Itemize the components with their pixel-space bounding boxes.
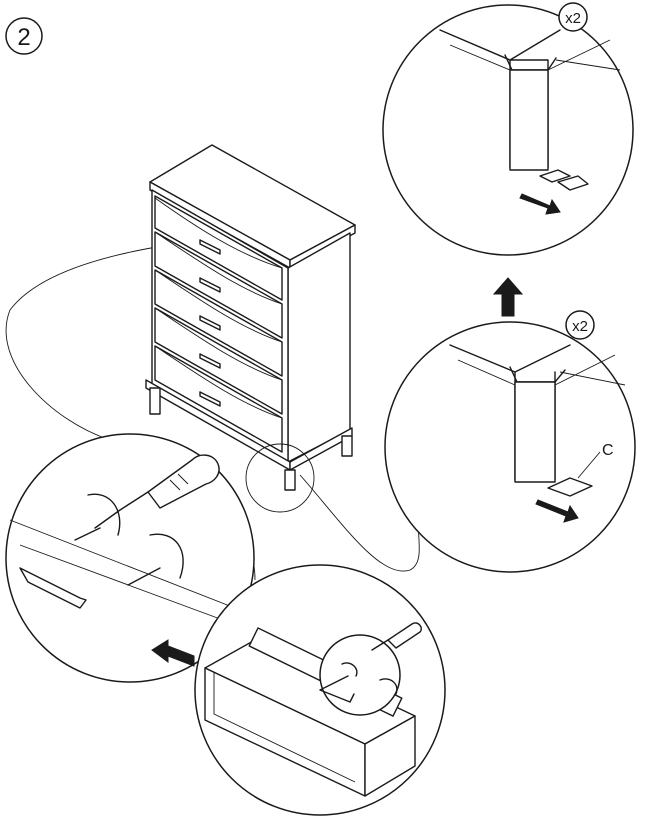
screw-icon	[74, 527, 161, 586]
screwdriver-icon	[94, 454, 220, 529]
arrow-up-icon	[492, 277, 524, 317]
qty-badge-mid: x2	[565, 310, 595, 340]
step-number: 2	[17, 24, 30, 51]
part-label-c: C	[602, 442, 614, 459]
drawer-stack	[154, 195, 283, 453]
drawer-handle-icon	[199, 239, 221, 407]
qty-badge-top: x2	[558, 2, 588, 32]
detail-handle-attach	[5, 433, 255, 683]
detail-remove-block: x2	[382, 2, 634, 256]
leg-detail-marker	[245, 443, 315, 513]
drawer-handle-icon	[19, 567, 87, 609]
rotate-arrow-icon	[87, 493, 184, 579]
qty-label: x2	[565, 10, 581, 27]
qty-label: x2	[572, 318, 588, 335]
detail-drawer	[194, 564, 446, 816]
dresser	[145, 144, 356, 491]
detail-insert-block: C x2	[384, 310, 636, 573]
arrow-left-icon	[151, 639, 195, 667]
step-badge: 2	[5, 17, 43, 55]
